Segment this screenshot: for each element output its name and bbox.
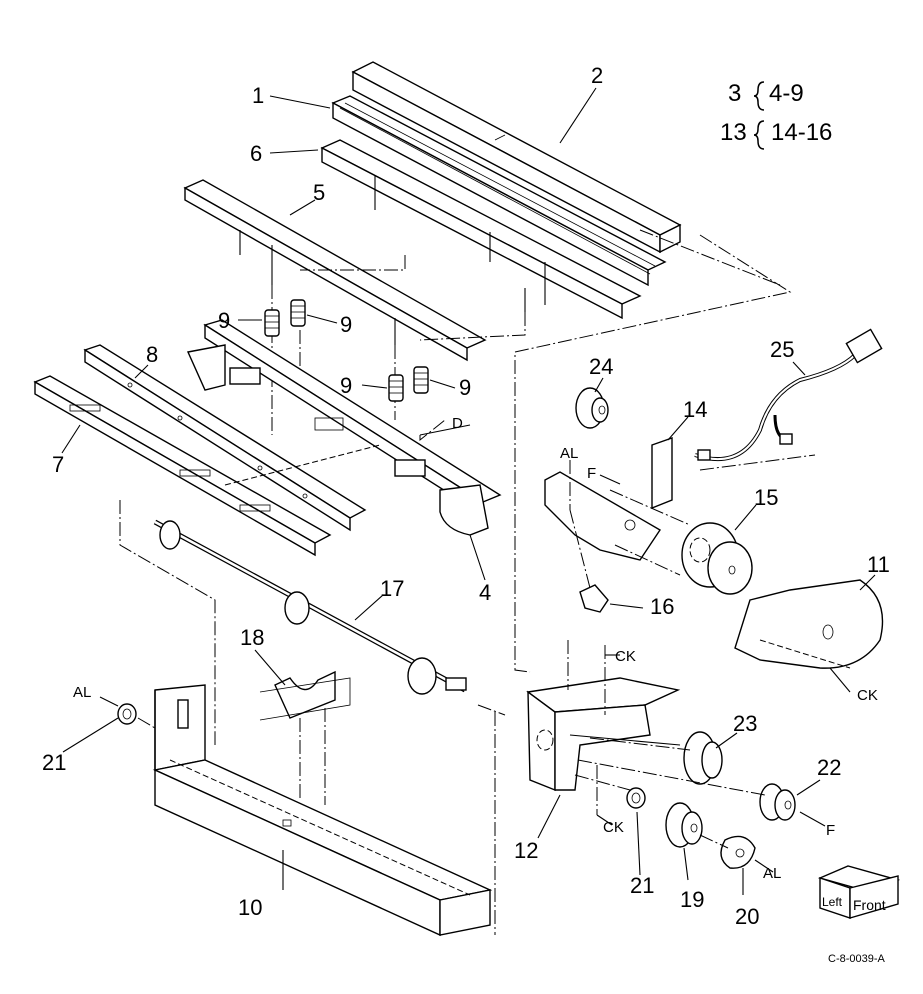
top-cover-rail-2 xyxy=(351,61,682,254)
callout-14: 14 xyxy=(683,397,707,422)
legend-parent-3: 3 xyxy=(728,80,741,107)
orientation-left-label: Left xyxy=(822,895,843,909)
spring-9d xyxy=(413,366,429,394)
sensor-16 xyxy=(579,584,609,613)
motor-15 xyxy=(681,522,753,595)
callout-4: 4 xyxy=(479,580,491,605)
gear-19 xyxy=(665,802,703,848)
callout-17: 17 xyxy=(380,576,404,601)
ref-ck-lower: CK xyxy=(603,819,624,836)
callout-1: 1 xyxy=(252,83,264,108)
rail-7 xyxy=(33,375,332,557)
ref-d: D xyxy=(452,415,463,432)
callout-9d: 9 xyxy=(459,375,471,400)
harness-25 xyxy=(694,328,883,462)
callout-2: 2 xyxy=(591,63,603,88)
ref-f-bracket: F xyxy=(587,465,596,482)
callout-19: 19 xyxy=(680,887,704,912)
spring-9c xyxy=(388,374,404,402)
orientation-cube: Left Front xyxy=(817,865,901,919)
spring-9a xyxy=(264,309,280,337)
callout-5: 5 xyxy=(313,180,325,205)
callout-21b: 21 xyxy=(630,873,654,898)
callout-16: 16 xyxy=(650,594,674,619)
callout-9a: 9 xyxy=(218,308,230,333)
reference-labels: AL AL AL F F CK CK CK D xyxy=(73,415,878,882)
ref-f-gear: F xyxy=(826,822,835,839)
spring-9b xyxy=(290,299,306,327)
gear-23 xyxy=(683,731,723,785)
leader-lines xyxy=(61,87,876,895)
callout-7: 7 xyxy=(52,452,64,477)
callout-10: 10 xyxy=(238,895,262,920)
callout-15: 15 xyxy=(754,485,778,510)
callout-25: 25 xyxy=(770,337,794,362)
legend-range-4-9: 4-9 xyxy=(769,80,804,107)
legend-range-14-16: 14-16 xyxy=(771,119,832,146)
rail-6 xyxy=(320,139,642,320)
rail-5 xyxy=(183,179,526,362)
callout-9b: 9 xyxy=(340,312,352,337)
holder-18 xyxy=(259,670,351,805)
callout-11: 11 xyxy=(867,552,890,577)
ref-ck-upper: CK xyxy=(615,648,636,665)
callout-21a: 21 xyxy=(42,750,66,775)
rail-1 xyxy=(331,95,667,287)
bracket-14 xyxy=(544,437,673,561)
callout-24: 24 xyxy=(589,354,613,379)
gear-22 xyxy=(759,783,796,821)
ref-al-ring: AL xyxy=(763,865,781,882)
shaft-17 xyxy=(153,519,467,695)
orientation-front-label: Front xyxy=(853,897,886,913)
ref-al-left: AL xyxy=(73,684,91,701)
callout-8: 8 xyxy=(146,342,158,367)
gear-24 xyxy=(575,387,609,429)
assembly-legend: 3 4-9 13 14-16 xyxy=(720,80,832,150)
callout-20: 20 xyxy=(735,904,759,929)
ref-al-bracket: AL xyxy=(560,445,578,462)
callout-6: 6 xyxy=(250,141,262,166)
callout-labels: 1 2 6 5 8 7 9 9 9 9 4 17 18 21 10 24 25 … xyxy=(42,63,890,929)
figure-id: C-8-0039-A xyxy=(828,953,886,965)
callout-18: 18 xyxy=(240,625,264,650)
rail-8 xyxy=(83,344,367,532)
legend-parent-13: 13 xyxy=(720,119,747,146)
callout-12: 12 xyxy=(514,838,538,863)
callout-22: 22 xyxy=(817,755,841,780)
callout-9c: 9 xyxy=(340,373,352,398)
bushing-21-left xyxy=(117,703,156,729)
callout-23: 23 xyxy=(733,711,757,736)
bracket-12 xyxy=(526,640,681,792)
ref-ck-cover: CK xyxy=(857,687,878,704)
bracket-plate-4 xyxy=(186,319,502,536)
cover-11 xyxy=(734,579,884,669)
bushing-21-right xyxy=(626,787,646,809)
frame-10 xyxy=(152,684,493,937)
e-ring-20 xyxy=(720,835,756,869)
